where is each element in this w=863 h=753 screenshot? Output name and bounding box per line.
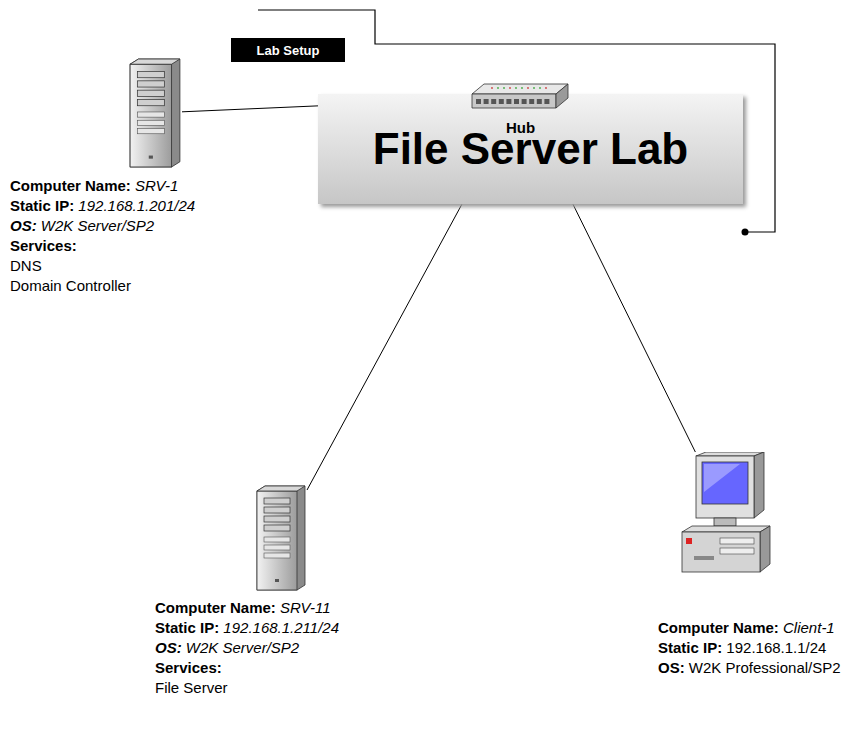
device-info-line: Static IP: 192.168.1.1/24 (658, 638, 841, 658)
device-info-line: Computer Name: SRV-1 (10, 176, 195, 196)
device-info-line: File Server (155, 678, 339, 698)
hub-icon (470, 82, 570, 112)
device-info-line: OS: W2K Professional/SP2 (658, 658, 841, 678)
device-info-line: Computer Name: SRV-11 (155, 598, 339, 618)
workstation-icon (680, 452, 772, 576)
hub-node: Hub (506, 118, 535, 138)
hub-label: Hub (506, 118, 535, 138)
tab-label: Lab Setup (231, 38, 345, 62)
bracket-dot (742, 229, 749, 236)
tab-text: Lab Setup (257, 43, 320, 58)
device-info-line: Computer Name: Client-1 (658, 618, 841, 638)
server-node: Computer Name: SRV-11Static IP: 192.168.… (155, 598, 339, 698)
device-info-line: Services: (10, 236, 195, 256)
device-info-line: OS: W2K Server/SP2 (155, 638, 339, 658)
device-info-line: DNS (10, 256, 195, 276)
device-info-line: Static IP: 192.168.1.201/24 (10, 196, 195, 216)
title-box: File Server Lab (318, 94, 743, 204)
server-icon (128, 58, 182, 168)
device-info-line: Domain Controller (10, 276, 195, 296)
server-node: Computer Name: SRV-1Static IP: 192.168.1… (10, 176, 195, 296)
client-node: Computer Name: Client-1Static IP: 192.16… (658, 618, 841, 678)
device-info-line: Services: (155, 658, 339, 678)
server-icon (255, 484, 307, 592)
device-info-line: Static IP: 192.168.1.211/24 (155, 618, 339, 638)
device-info-line: OS: W2K Server/SP2 (10, 216, 195, 236)
